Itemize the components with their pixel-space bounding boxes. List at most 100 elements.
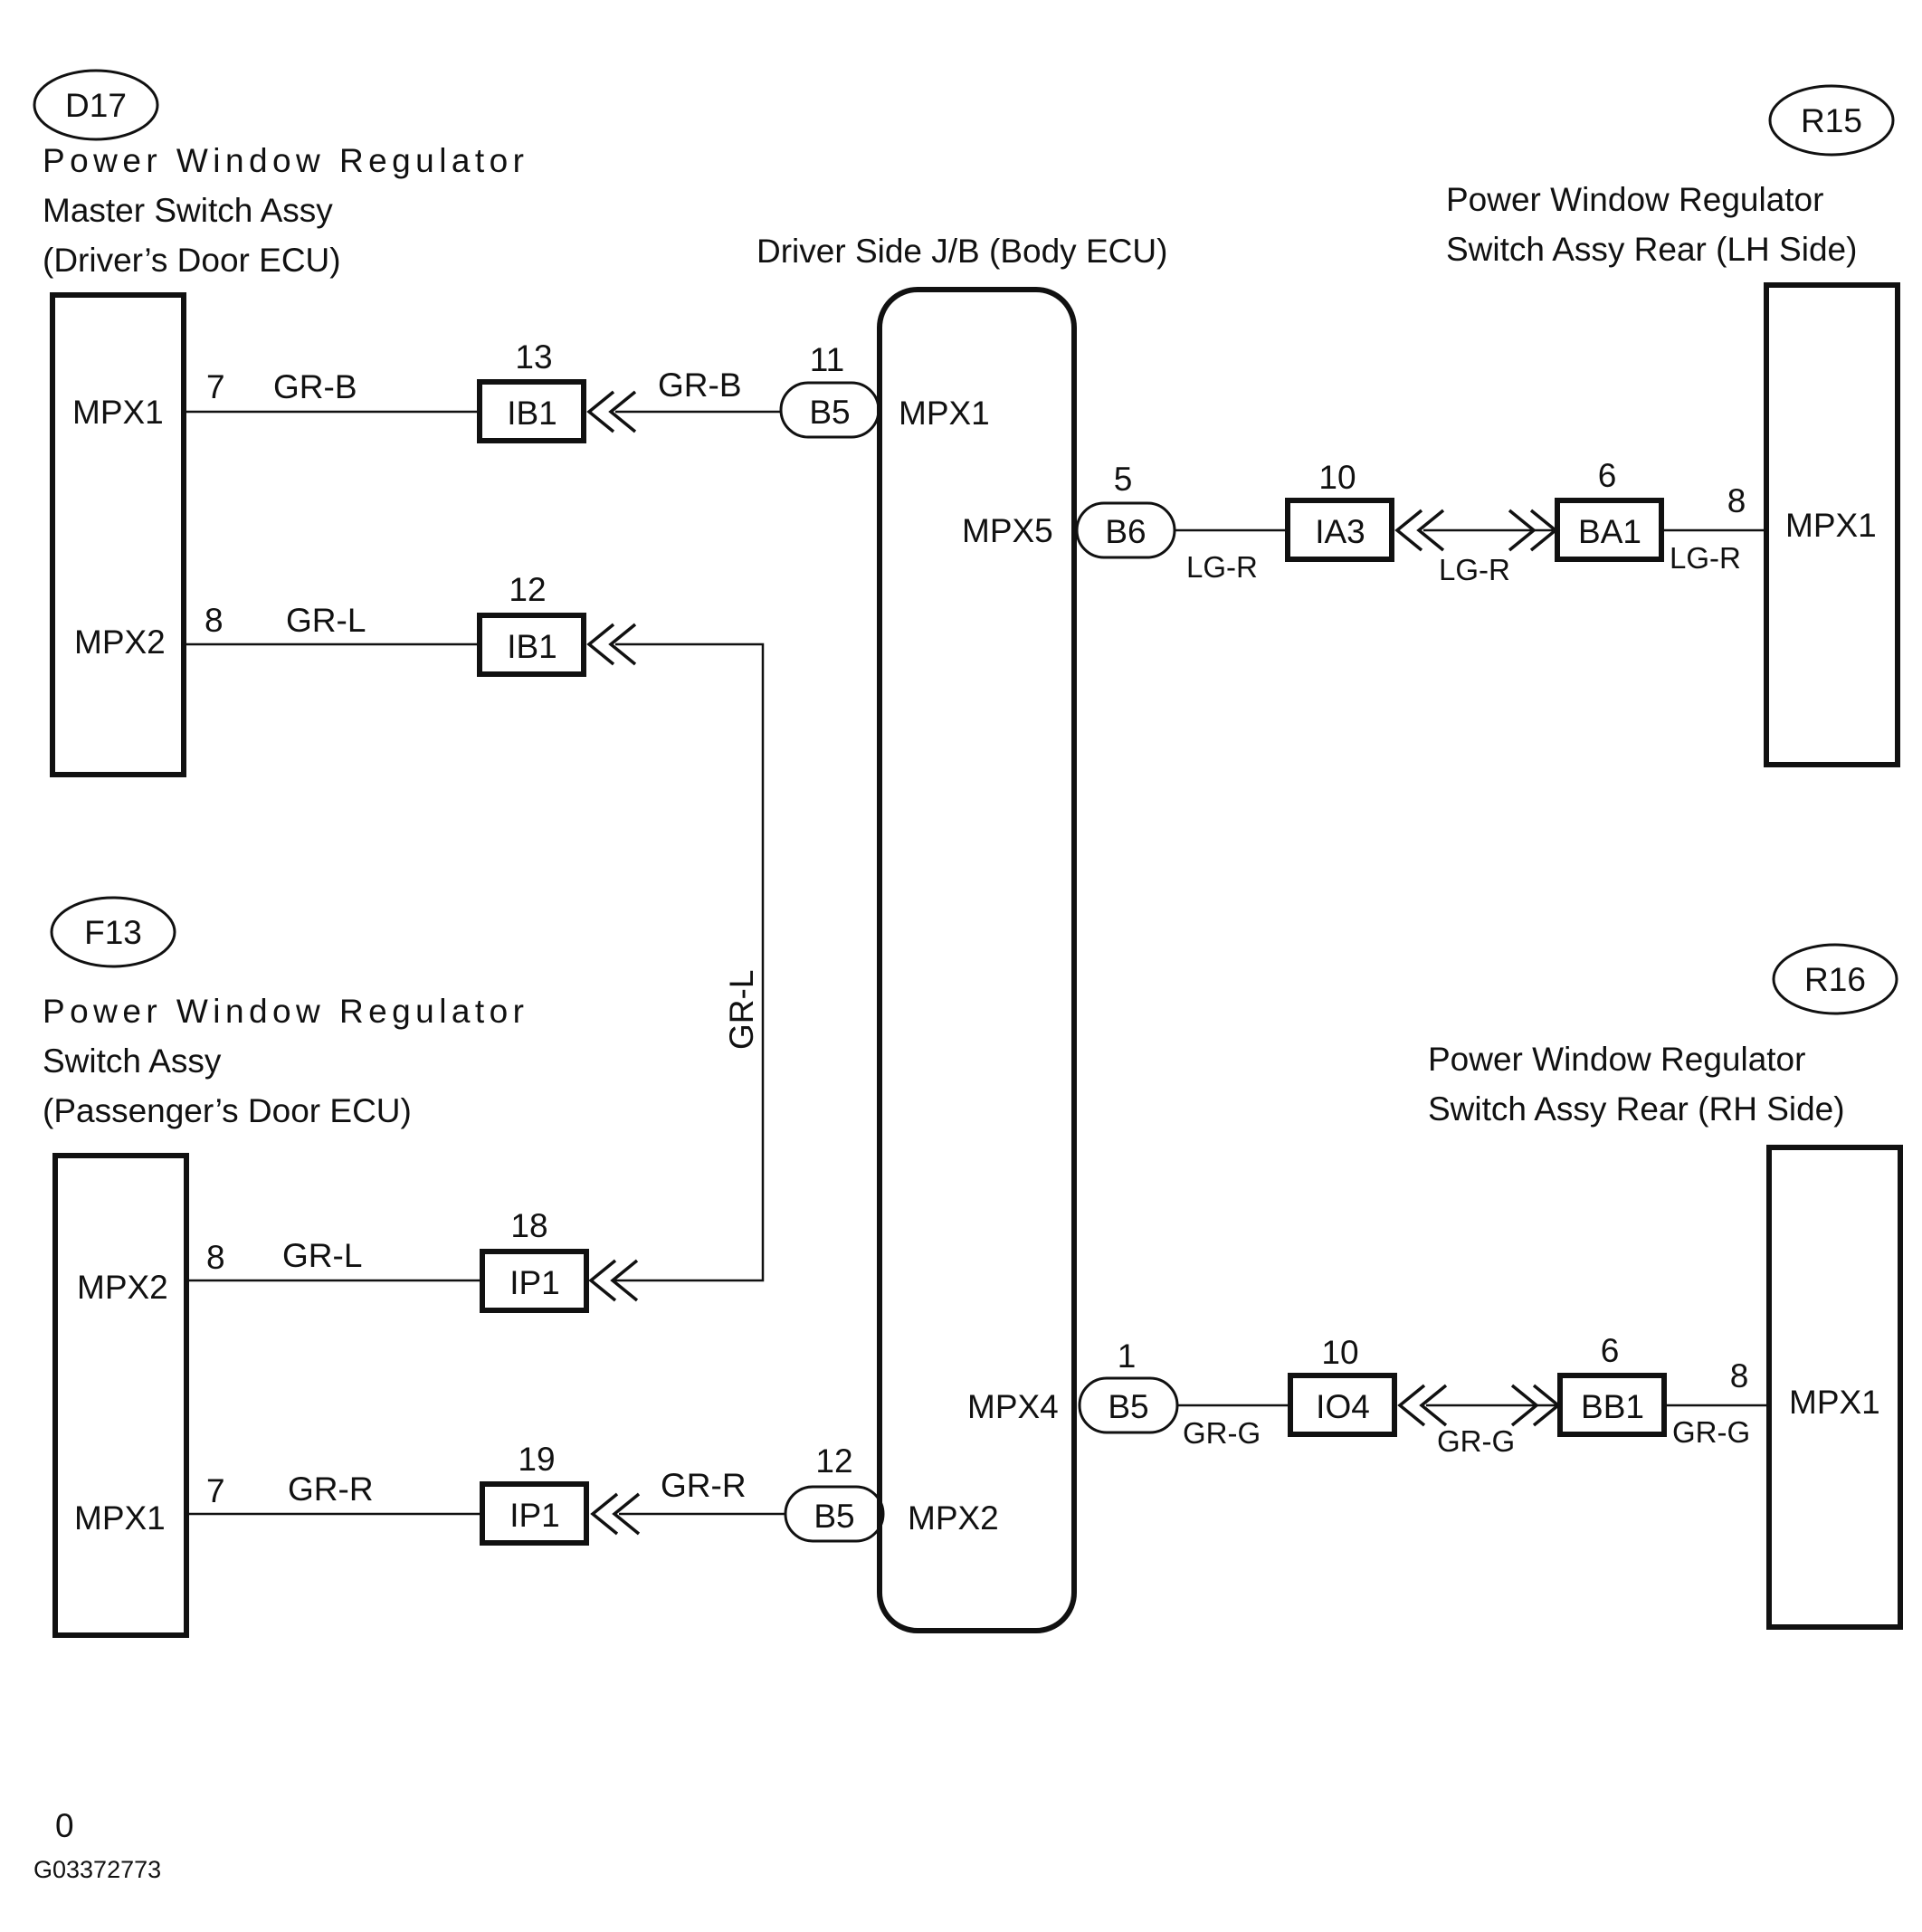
- f13-id-oval: [50, 896, 176, 968]
- r16-connector-box: [1766, 1145, 1903, 1630]
- r16-pin-mpx1-label: MPX1: [1789, 1384, 1880, 1421]
- bb1-6-pin-number: 6: [1601, 1332, 1620, 1369]
- r16-wire-seg1-color: GR-G: [1183, 1416, 1261, 1450]
- ip1-18-connector-box: [480, 1249, 589, 1313]
- ib1-12-connector-label: IB1: [507, 628, 557, 665]
- ba1-6-pin-number: 6: [1598, 457, 1617, 494]
- jb-mpx2-wire-color: GR-R: [661, 1467, 747, 1504]
- ib1-13-inline-arrow-2: [608, 390, 637, 433]
- b5-11-connector-label: B5: [809, 394, 850, 431]
- jb-pin-mpx4-label: MPX4: [967, 1388, 1059, 1425]
- ib1-13-pin-number: 13: [515, 338, 552, 376]
- ba1-6-connector-label: BA1: [1578, 513, 1641, 550]
- io4-10-inline-arrow-1: [1397, 1384, 1426, 1427]
- io4-10-connector-label: IO4: [1316, 1388, 1370, 1425]
- bb1-6-connector-label: BB1: [1581, 1388, 1644, 1425]
- d17-title-line2: Master Switch Assy: [43, 192, 333, 229]
- ib1-12-pin-number: 12: [509, 571, 546, 608]
- f13-pin-mpx1-label: MPX1: [74, 1499, 166, 1537]
- ip1-19-connector-label: IP1: [509, 1497, 560, 1534]
- b5-12-connector-oval: [784, 1485, 885, 1543]
- r15-wire-seg2-color: LG-R: [1439, 553, 1510, 586]
- footer-page-number: 0: [55, 1807, 74, 1844]
- ia3-10-inline-arrow-1: [1394, 509, 1423, 552]
- d17-mpx1-wire-color: GR-B: [273, 368, 357, 405]
- r16-id-oval: [1772, 943, 1898, 1015]
- d17-title-line1: Power Window Regulator: [43, 142, 524, 179]
- r15-id-oval: [1768, 84, 1895, 157]
- d17-pin-mpx2-label: MPX2: [74, 623, 166, 661]
- d17-connector-box: [50, 292, 186, 777]
- io4-10-connector-box: [1288, 1373, 1397, 1437]
- f13-title-line3: (Passenger’s Door ECU): [43, 1092, 412, 1129]
- jb-title: Driver Side J/B (Body ECU): [756, 233, 1167, 270]
- r16-id: R16: [1804, 961, 1866, 998]
- b6-5-pin-number: 5: [1114, 461, 1133, 498]
- r16-mpx1-pin-number: 8: [1730, 1357, 1749, 1394]
- r15-wire-seg3-color: LG-R: [1670, 541, 1741, 575]
- f13-title-line2: Switch Assy: [43, 1042, 222, 1080]
- r16-title-line2: Switch Assy Rear (RH Side): [1428, 1090, 1845, 1128]
- f13-mpx2-wire-color: GR-L: [282, 1237, 362, 1274]
- f13-mpx1-wire-color: GR-R: [288, 1470, 374, 1508]
- io4-10-pin-number: 10: [1321, 1334, 1358, 1371]
- r15-pin-mpx1-label: MPX1: [1785, 507, 1877, 544]
- r15-title-line1: Power Window Regulator: [1446, 181, 1823, 218]
- ib1-13-inline-arrow-1: [586, 390, 615, 433]
- r16-wire-seg3-color: GR-G: [1672, 1415, 1750, 1449]
- ia3-10-connector-label: IA3: [1315, 513, 1365, 550]
- jb-pin-mpx1-label: MPX1: [899, 395, 990, 432]
- f13-title-line1: Power Window Regulator: [43, 993, 524, 1030]
- ib1-13-connector-box: [477, 379, 586, 443]
- ib1-12-inline-arrow-1: [586, 623, 615, 666]
- bb1-6-inline-arrow-1: [1510, 1384, 1539, 1427]
- r15-id: R15: [1801, 102, 1862, 139]
- b6-5-connector-label: B6: [1105, 513, 1146, 550]
- ip1-19-inline-arrow-1: [590, 1492, 619, 1536]
- ia3-10-connector-box: [1285, 498, 1394, 562]
- d17-pin-mpx1-label: MPX1: [72, 394, 164, 431]
- r15-title-line2: Switch Assy Rear (LH Side): [1446, 231, 1857, 268]
- r16-title-line1: Power Window Regulator: [1428, 1041, 1805, 1078]
- r15-connector-box: [1764, 282, 1900, 767]
- f13-mpx2-pin-number: 8: [206, 1239, 225, 1276]
- ia3-10-pin-number: 10: [1318, 459, 1356, 496]
- b5-1-pin-number: 1: [1118, 1337, 1137, 1375]
- d17-mpx1-pin-number: 7: [206, 368, 225, 405]
- ip1-19-pin-number: 19: [518, 1441, 555, 1478]
- d17-mpx2-wire-color: GR-L: [286, 602, 366, 639]
- ip1-19-connector-box: [480, 1481, 589, 1546]
- d17-id: D17: [65, 87, 127, 124]
- ib1-12-inline-arrow-2: [608, 623, 637, 666]
- ib1-13-connector-label: IB1: [507, 395, 557, 432]
- jb-pin-mpx5-label: MPX5: [962, 512, 1053, 549]
- footer-figure-code: G03372773: [33, 1856, 161, 1883]
- r15-mpx1-pin-number: 8: [1727, 482, 1746, 519]
- r15-wire-seg1-color: LG-R: [1186, 550, 1258, 584]
- b5-11-pin-number: 11: [810, 341, 844, 378]
- f13-mpx1-pin-number: 7: [206, 1472, 225, 1509]
- b5-12-connector-label: B5: [814, 1498, 854, 1535]
- ip1-18-pin-number: 18: [510, 1207, 547, 1244]
- ip1-19-inline-arrow-2: [612, 1492, 641, 1536]
- io4-10-inline-arrow-2: [1419, 1384, 1448, 1427]
- ib1-12-connector-box: [477, 613, 586, 677]
- gr-l-crossover-wire-color: GR-L: [723, 970, 760, 1050]
- d17-id-oval: [33, 69, 159, 141]
- jb-body-ecu-box: [877, 287, 1077, 1633]
- gr-l-crossover-wire: [615, 642, 765, 1282]
- jb-pin-mpx2-label: MPX2: [908, 1499, 999, 1537]
- d17-title-line3: (Driver’s Door ECU): [43, 242, 341, 279]
- r16-wire-seg2-color: GR-G: [1437, 1424, 1515, 1458]
- b5-12-pin-number: 12: [815, 1442, 852, 1480]
- ip1-18-inline-arrow-2: [610, 1259, 639, 1302]
- f13-id: F13: [84, 914, 142, 951]
- jb-mpx1-wire-color: GR-B: [658, 366, 742, 404]
- f13-connector-box: [52, 1153, 189, 1638]
- ia3-10-inline-arrow-2: [1416, 509, 1445, 552]
- ip1-18-inline-arrow-1: [588, 1259, 617, 1302]
- b5-1-connector-label: B5: [1108, 1388, 1148, 1425]
- f13-pin-mpx2-label: MPX2: [77, 1269, 168, 1306]
- ip1-18-connector-label: IP1: [509, 1264, 560, 1301]
